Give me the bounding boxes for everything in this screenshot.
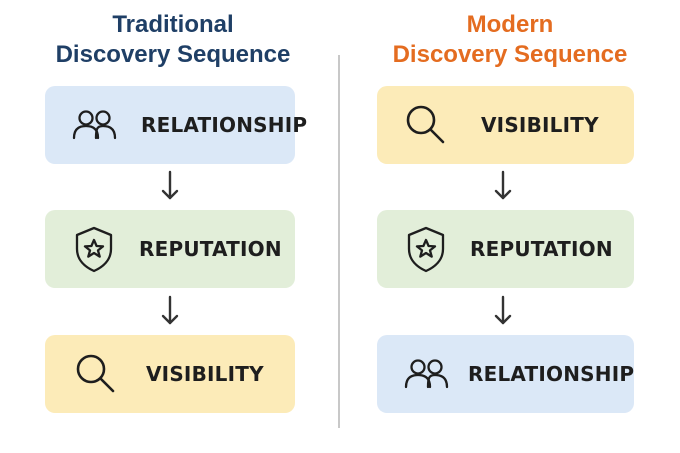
shield-star-icon [407, 226, 445, 273]
step-label: VISIBILITY [481, 113, 599, 137]
modern-step-reputation: REPUTATION [377, 210, 634, 288]
traditional-step-visibility: VISIBILITY [45, 335, 295, 413]
traditional-title-line2: Discovery Sequence [55, 41, 291, 68]
step-label: REPUTATION [470, 237, 613, 261]
people-icon [72, 110, 117, 140]
step-label: VISIBILITY [146, 362, 264, 386]
modern-title: Modern Discovery Sequence [360, 10, 660, 70]
traditional-title: Traditional Discovery Sequence [23, 10, 323, 70]
column-divider [338, 55, 340, 428]
arrow-down-icon [494, 170, 512, 200]
traditional-step-reputation: REPUTATION [45, 210, 295, 288]
arrow-down-icon [161, 295, 179, 325]
modern-step-visibility: VISIBILITY [377, 86, 634, 164]
modern-step-relationship: RELATIONSHIP [377, 335, 634, 413]
people-icon [404, 359, 449, 389]
magnifier-icon [406, 105, 445, 144]
step-label: RELATIONSHIP [141, 113, 308, 137]
shield-star-icon [75, 226, 113, 273]
step-label: REPUTATION [139, 237, 282, 261]
traditional-title-line1: Traditional [112, 11, 234, 38]
arrow-down-icon [494, 295, 512, 325]
modern-title-line2: Discovery Sequence [392, 41, 628, 68]
traditional-step-relationship: RELATIONSHIP [45, 86, 307, 164]
modern-title-line1: Modern [466, 11, 554, 38]
arrow-down-icon [161, 170, 179, 200]
magnifier-icon [76, 354, 115, 393]
step-label: RELATIONSHIP [468, 362, 635, 386]
